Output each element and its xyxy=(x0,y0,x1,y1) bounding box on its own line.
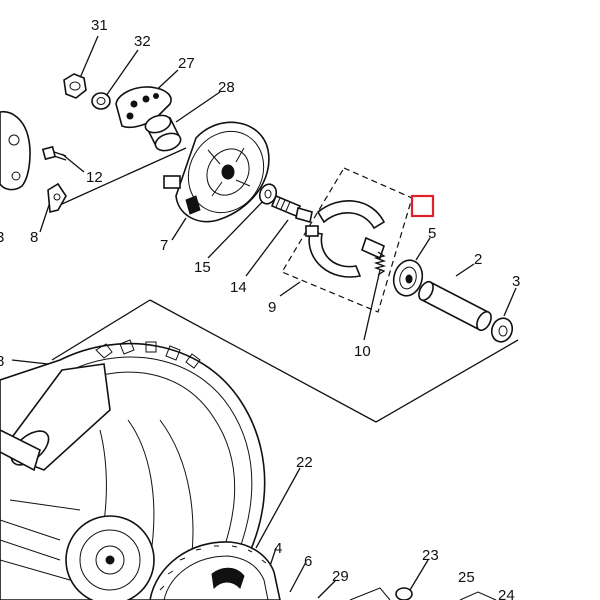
callout-6: 6 xyxy=(304,553,312,570)
part-7-brake-plate xyxy=(163,121,270,223)
rear-wheel-assembly xyxy=(0,339,266,600)
part-32-washer xyxy=(91,92,111,110)
callout-14: 14 xyxy=(230,279,247,296)
part-22-sprocket xyxy=(149,541,281,600)
part-5-bearing xyxy=(392,259,424,297)
callout-32: 32 xyxy=(134,33,151,50)
part-8-bracket xyxy=(0,111,67,214)
callout-3: 3 xyxy=(512,273,520,290)
callout-8: 8 xyxy=(0,353,4,370)
highlight-marker xyxy=(410,194,435,218)
part-9-brake-shoes xyxy=(305,200,386,278)
part-3-collar xyxy=(490,317,514,343)
callout-2: 2 xyxy=(474,251,482,268)
callout-31: 31 xyxy=(91,17,108,34)
callout-29: 29 xyxy=(332,568,349,585)
callout-5: 5 xyxy=(428,225,436,242)
part-2-spacer xyxy=(418,280,492,332)
part-14-camshaft xyxy=(270,194,313,224)
callout-10: 10 xyxy=(354,343,371,360)
part-28-collar xyxy=(144,114,182,152)
callout-7: 7 xyxy=(160,237,168,254)
callout-23: 23 xyxy=(422,547,439,564)
callout-22: 22 xyxy=(296,454,313,471)
part-15-seal xyxy=(258,183,278,205)
callout-24: 24 xyxy=(498,587,515,600)
lower-right-parts xyxy=(349,587,497,600)
part-31-nut xyxy=(63,73,87,99)
part-10-spring xyxy=(373,251,387,276)
brake-shoe-group-outline xyxy=(281,167,413,313)
callout-15: 15 xyxy=(194,259,211,276)
callout-12: 12 xyxy=(86,169,103,186)
callout-labels: 31 32 27 28 12 8 3 7 15 14 9 5 2 3 10 8 … xyxy=(0,17,520,600)
callout-4: 4 xyxy=(274,540,282,557)
callout-28: 28 xyxy=(218,79,235,96)
callout-3-left: 3 xyxy=(0,229,4,246)
callout-27: 27 xyxy=(178,55,195,72)
callout-9: 9 xyxy=(268,299,276,316)
part-12-bolt xyxy=(41,145,67,161)
callout-25: 25 xyxy=(458,569,475,586)
callout-8-top: 8 xyxy=(30,229,38,246)
leader-lines xyxy=(11,35,519,599)
part-27-adjuster-plate xyxy=(115,86,172,129)
